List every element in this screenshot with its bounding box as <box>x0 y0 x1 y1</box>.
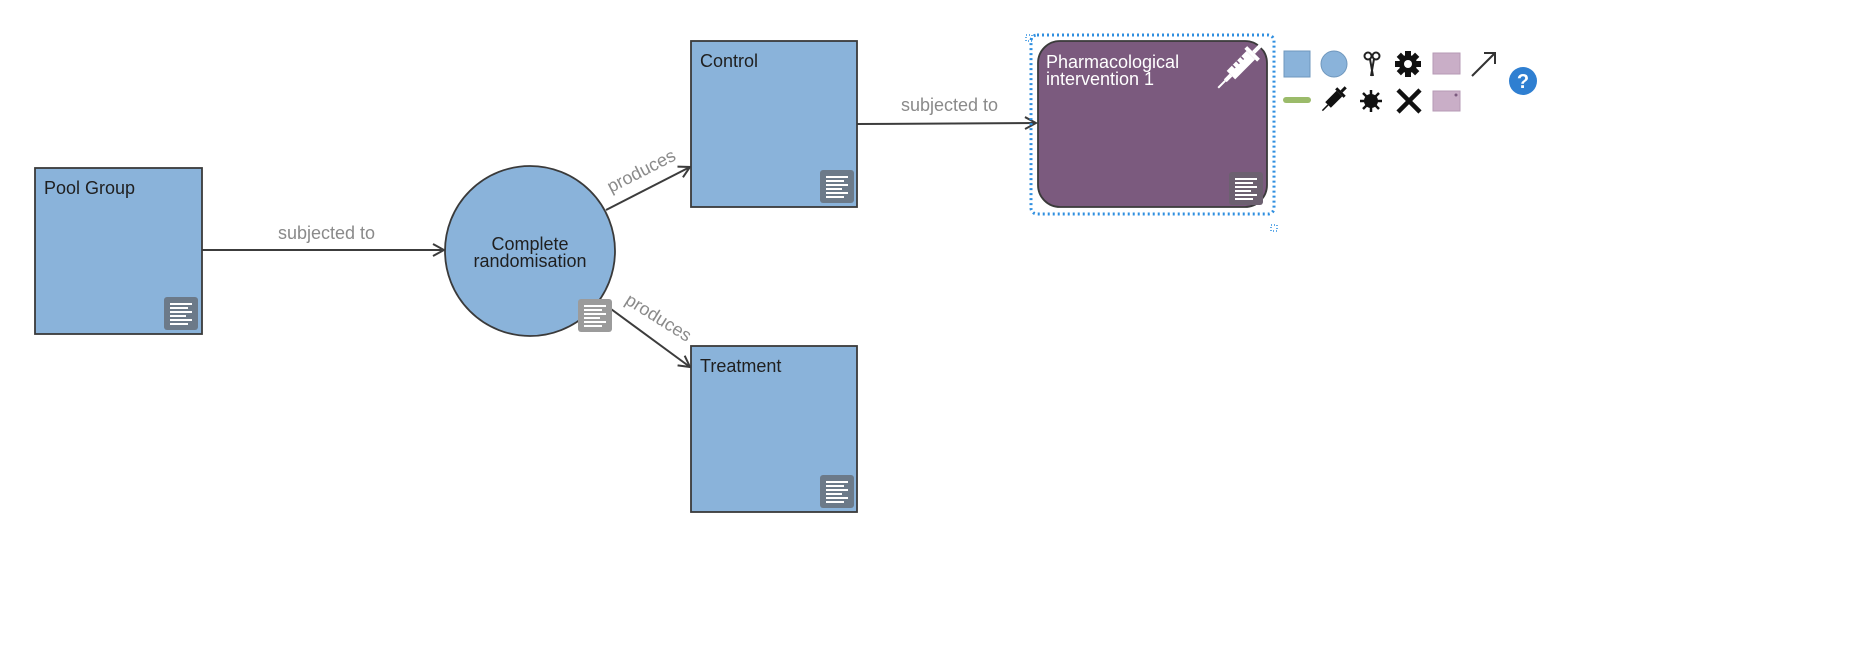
green-bar-icon[interactable] <box>1283 97 1311 103</box>
scissors-icon[interactable] <box>1363 51 1381 77</box>
delete-x-icon[interactable] <box>1396 88 1422 114</box>
edge-label-produces-treatment: produces <box>622 289 695 345</box>
context-toolbar: ? <box>1283 50 1537 115</box>
syringe-icon <box>1217 39 1267 89</box>
node-intervention-label-line1: Pharmacological <box>1046 52 1179 72</box>
help-icon-glyph: ? <box>1517 71 1529 93</box>
edge-pool-to-randomisation[interactable]: subjected to <box>202 223 444 250</box>
help-icon[interactable]: ? <box>1509 67 1537 95</box>
document-icon[interactable] <box>164 297 198 330</box>
syringe-icon[interactable] <box>1318 83 1350 115</box>
node-intervention-label-line2: intervention 1 <box>1046 69 1154 89</box>
document-icon[interactable] <box>820 170 854 203</box>
edge-label-produces-control: produces <box>604 145 679 196</box>
node-control-label: Control <box>700 51 758 71</box>
selection-outline <box>1029 33 1276 216</box>
virus-icon[interactable] <box>1360 90 1382 112</box>
purple-rectangle-icon[interactable] <box>1432 52 1461 75</box>
purple-rectangle-dot-icon[interactable] <box>1432 90 1461 112</box>
node-randomisation-label-line2: randomisation <box>473 251 586 271</box>
gear-icon[interactable] <box>1395 51 1421 77</box>
edge-control-to-intervention[interactable]: subjected to <box>856 95 1036 124</box>
node-treatment-label: Treatment <box>700 356 781 376</box>
arrow-connector-icon[interactable] <box>1471 52 1496 77</box>
document-icon[interactable] <box>578 299 612 332</box>
node-pool-group[interactable]: Pool Group <box>34 167 203 335</box>
document-icon[interactable] <box>1229 172 1263 205</box>
node-complete-randomisation[interactable]: Complete randomisation <box>444 165 616 337</box>
edge-label-subjected-to-intervention: subjected to <box>901 95 998 115</box>
resize-handle-bottom-right[interactable] <box>1270 224 1278 232</box>
edge-label-subjected-to: subjected to <box>278 223 375 243</box>
square-shape-icon[interactable] <box>1283 50 1311 78</box>
node-pool-group-label: Pool Group <box>44 178 135 198</box>
node-randomisation-label-line1: Complete <box>491 234 568 254</box>
node-pharmacological-intervention[interactable]: Pharmacological intervention 1 <box>1025 33 1278 232</box>
edge-randomisation-to-control[interactable]: produces <box>604 145 690 211</box>
node-control[interactable]: Control <box>690 40 858 208</box>
node-treatment[interactable]: Treatment <box>690 345 858 513</box>
document-icon[interactable] <box>820 475 854 508</box>
circle-shape-icon[interactable] <box>1320 50 1348 78</box>
resize-handle-top-left[interactable] <box>1025 34 1033 42</box>
